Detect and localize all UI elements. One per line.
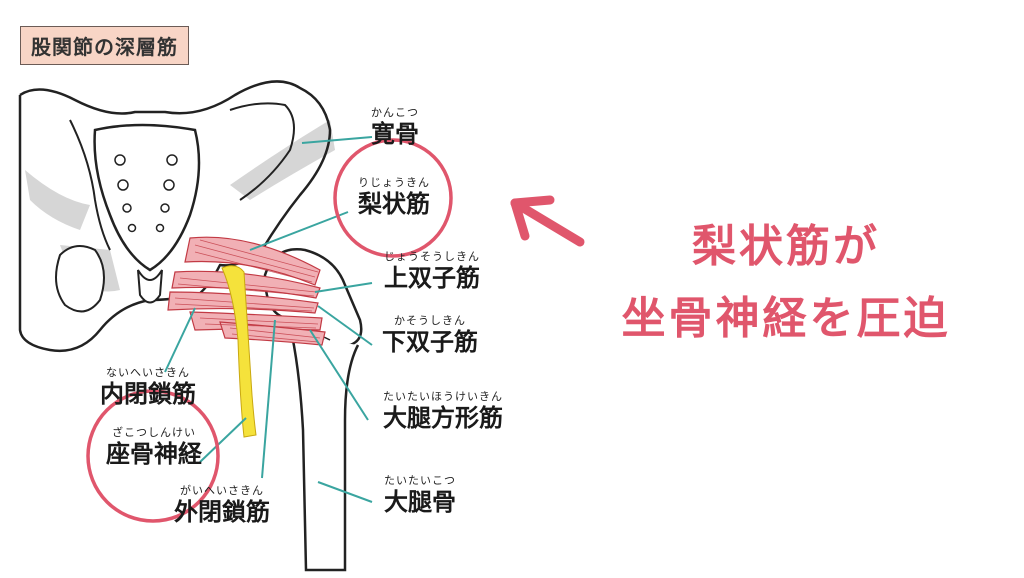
- label-piriformis-name: 梨状筋: [358, 190, 430, 218]
- ilium-wing-inner: [69, 119, 111, 251]
- label-gemellus-inferior-name: 下双子筋: [382, 328, 478, 356]
- diagram-title: 股関節の深層筋: [20, 26, 189, 65]
- arrow-icon: [510, 195, 585, 247]
- leader-ilium: [301, 136, 373, 144]
- highlight-circle-sciatic-nerve: [86, 389, 220, 523]
- piriformis-muscle: [184, 236, 321, 286]
- label-femur-ruby: たいたいこつ: [384, 474, 456, 487]
- label-gemellus-superior: じょうそうしきん 上双子筋: [372, 250, 492, 293]
- label-sciatic-nerve: ざこつしんけい 座骨神経: [92, 426, 216, 469]
- label-gemellus-inferior: かそうしきん 下双子筋: [370, 314, 490, 357]
- label-femur: たいたいこつ 大腿骨: [370, 474, 470, 517]
- femur-shaft: [290, 334, 360, 572]
- label-quadratus-femoris: たいたいほうけいきん 大腿方形筋: [368, 390, 518, 433]
- label-piriformis: りじょうきん 梨状筋: [340, 176, 448, 219]
- leader-femur: [317, 481, 373, 503]
- label-obturator-externus-ruby: がいへいさきん: [180, 484, 264, 497]
- label-sciatic-nerve-name: 座骨神経: [106, 440, 202, 468]
- label-gemellus-superior-name: 上双子筋: [384, 264, 480, 292]
- label-ilium-ruby: かんこつ: [371, 106, 419, 119]
- label-quadratus-femoris-ruby: たいたいほうけいきん: [383, 390, 503, 403]
- headline-line-1: 梨状筋が: [692, 221, 880, 272]
- label-obturator-externus: がいへいさきん 外閉鎖筋: [160, 484, 284, 527]
- label-ilium-name: 寛骨: [371, 120, 419, 148]
- sacral-foramina: [114, 154, 178, 233]
- pelvis-outline: [18, 80, 332, 353]
- obturator-foramen: [55, 245, 105, 313]
- label-obturator-internus-ruby: ないへいさきん: [106, 366, 190, 379]
- leader-obturator-internus: [164, 307, 196, 373]
- leader-gemellus-inferior: [317, 305, 373, 346]
- leader-gemellus-superior: [314, 282, 373, 293]
- coccyx: [137, 269, 163, 304]
- leader-obturator-externus: [261, 319, 276, 479]
- label-obturator-externus-name: 外閉鎖筋: [174, 498, 270, 526]
- headline-line-2: 坐骨神経を圧迫: [621, 293, 951, 344]
- leader-sciatic-nerve: [199, 417, 247, 463]
- label-ilium: かんこつ 寛骨: [350, 106, 440, 149]
- label-sciatic-nerve-ruby: ざこつしんけい: [112, 426, 196, 439]
- label-obturator-internus: ないへいさきん 内閉鎖筋: [86, 366, 210, 409]
- label-piriformis-ruby: りじょうきん: [358, 176, 430, 189]
- label-femur-name: 大腿骨: [384, 488, 456, 516]
- label-quadratus-femoris-name: 大腿方形筋: [383, 404, 503, 432]
- leader-piriformis: [249, 211, 349, 251]
- leader-quadratus-femoris: [309, 329, 369, 421]
- highlight-circle-piriformis: [333, 138, 453, 258]
- ilium-wing-right: [229, 102, 295, 201]
- label-gemellus-inferior-ruby: かそうしきん: [394, 314, 466, 327]
- pelvis-shadow: [25, 170, 90, 230]
- label-gemellus-superior-ruby: じょうそうしきん: [384, 250, 480, 263]
- label-obturator-internus-name: 内閉鎖筋: [100, 380, 196, 408]
- sciatic-nerve: [221, 265, 257, 438]
